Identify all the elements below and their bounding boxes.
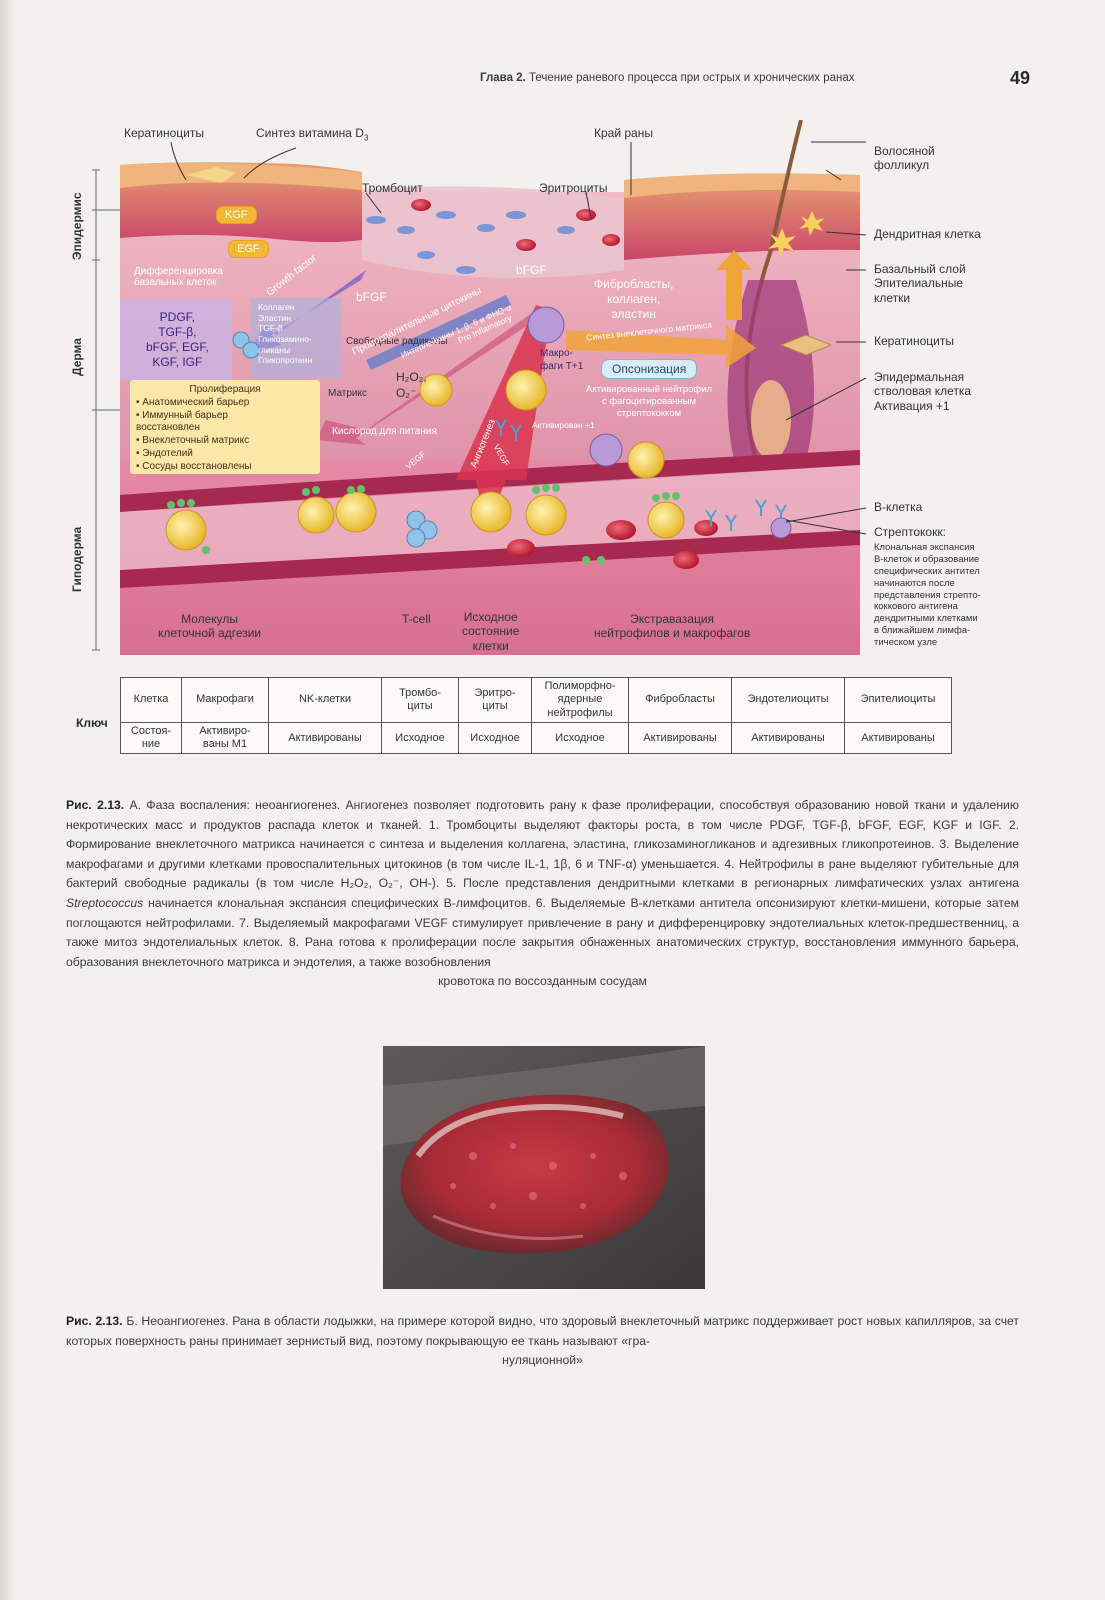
caption-a-text2: начинается клональная экспансия специфич… [66,896,1019,969]
label-wound-edge: Край раны [594,126,653,140]
proliferation-item: • Внеклеточный матрикс [136,435,314,448]
key-cell: Эндотелиоциты [732,678,845,723]
label-keratinocytes-top: Кератиноциты [124,126,204,140]
key-cell: Активированы [269,723,382,754]
proliferation-item: • Иммунный барьер [136,410,314,423]
caption-a: Рис. 2.13. А. Фаза воспаления: неоангиог… [66,796,1019,992]
key-cell: Тромбо- циты [382,678,459,723]
wound-photo-image [383,1046,705,1289]
layer-dermis: Дерма [70,338,84,376]
key-table: Клетка Макрофаги NK-клетки Тромбо- циты … [120,677,952,754]
label-macrophages: Макро- фаги T+1 [540,348,583,373]
key-cell: NK-клетки [269,678,382,723]
key-cell: Макрофаги [182,678,269,723]
caption-b-label: Рис. 2.13. [66,1314,123,1328]
label-b-cell: В-клетка [874,500,922,514]
key-cell: Исходное [459,723,532,754]
key-row-cells: Клетка Макрофаги NK-клетки Тромбо- циты … [121,678,952,723]
label-activated-neutrophil: Активированный нейтрофил с фагоцитирован… [586,384,712,420]
label-platelet: Тромбоцит [362,181,423,195]
proliferation-item: восстановлен [136,422,314,435]
opsonization-badge: Опсонизация [601,359,697,379]
caption-a-text: А. Фаза воспаления: неоангиогенез. Ангио… [66,798,1019,890]
proliferation-item: • Эндотелий [136,448,314,461]
chapter-title: Течение раневого процесса при острых и х… [529,72,855,84]
label-strep-title: Стрептококк: [874,525,946,539]
key-cell: Полиморфно- ядерные нейтрофилы [532,678,629,723]
figure-a: Эпидермис Дерма Гиподерма Кератиноциты С… [66,120,1066,670]
caption-b-text: Б. Неоангиогенез. Рана в области лодыжки… [66,1314,1019,1348]
label-vitamin-d: Синтез витамина D3 [256,126,368,143]
caption-b-last-line: нуляционной» [66,1351,1019,1371]
key-cell: Эритро- циты [459,678,532,723]
layer-hypodermis: Гиподерма [70,527,84,592]
caption-b: Рис. 2.13. Б. Неоангиогенез. Рана в обла… [66,1312,1019,1371]
label-fibroblasts: Фибробласты, коллаген, эластин [594,277,674,322]
key-cell: Исходное [532,723,629,754]
key-cell: Исходное [382,723,459,754]
label-matrix: Матрикс [328,388,367,400]
running-header: Глава 2. Течение раневого процесса при о… [480,72,950,84]
proliferation-item: • Анатомический барьер [136,397,314,410]
label-oxygen: Кислород для питания [332,426,437,438]
matrix-components: Коллаген Эластин TGF-β Гликозамино- глик… [258,302,312,366]
key-cell: Фибробласты [629,678,732,723]
proliferation-title: Пролиферация [136,384,314,397]
key-cell: Активиро- ваны М1 [182,723,269,754]
label-adhesion: Молекулыклеточной адгезии [158,612,261,641]
chapter-label: Глава 2. [480,72,526,84]
key-cell: Активированы [732,723,845,754]
caption-a-italic: Streptococcus [66,896,143,910]
label-h2o2: H₂O₂, [396,370,427,384]
caption-a-last-line: кровотока по воссозданным сосудам [66,972,1019,992]
proliferation-box: Пролиферация • Анатомический барьер • Им… [130,380,320,474]
factors-list: PDGF, TGF-β, bFGF, EGF, KGF, IGF [146,310,209,370]
page-number: 49 [1010,68,1030,89]
key-label: Ключ [76,716,108,730]
label-keratinocytes-right: Кератиноциты [874,334,954,348]
kgf-pill: KGF [216,206,257,224]
strep-note: Клональная экспансия В-клеток и образова… [874,542,1024,649]
egf-pill: EGF [228,240,269,258]
key-row-state: Состоя- ние Активиро- ваны М1 Активирова… [121,723,952,754]
key-cell: Клетка [121,678,182,723]
label-bfgf-right: bFGF [516,263,547,277]
wound-photo [383,1046,705,1289]
key-cell: Активированы [629,723,732,754]
layer-epidermis: Эпидермис [70,192,84,260]
label-o2: O₂⁻ [396,386,416,400]
label-activated-plus1: Активирован +1 [532,420,595,430]
proliferation-item: • Сосуды восстановлены [136,461,314,474]
key-cell: Состоя- ние [121,723,182,754]
label-erythrocytes: Эритроциты [539,181,608,195]
label-tcell: T-cell [402,612,431,626]
caption-a-label: Рис. 2.13. [66,798,124,812]
label-bfgf-left: bFGF [356,290,387,304]
key-cell: Эпителиоциты [845,678,952,723]
key-cell: Активированы [845,723,952,754]
page-edge [0,0,14,1600]
label-dendritic-cell: Дендритная клетка [874,227,981,241]
